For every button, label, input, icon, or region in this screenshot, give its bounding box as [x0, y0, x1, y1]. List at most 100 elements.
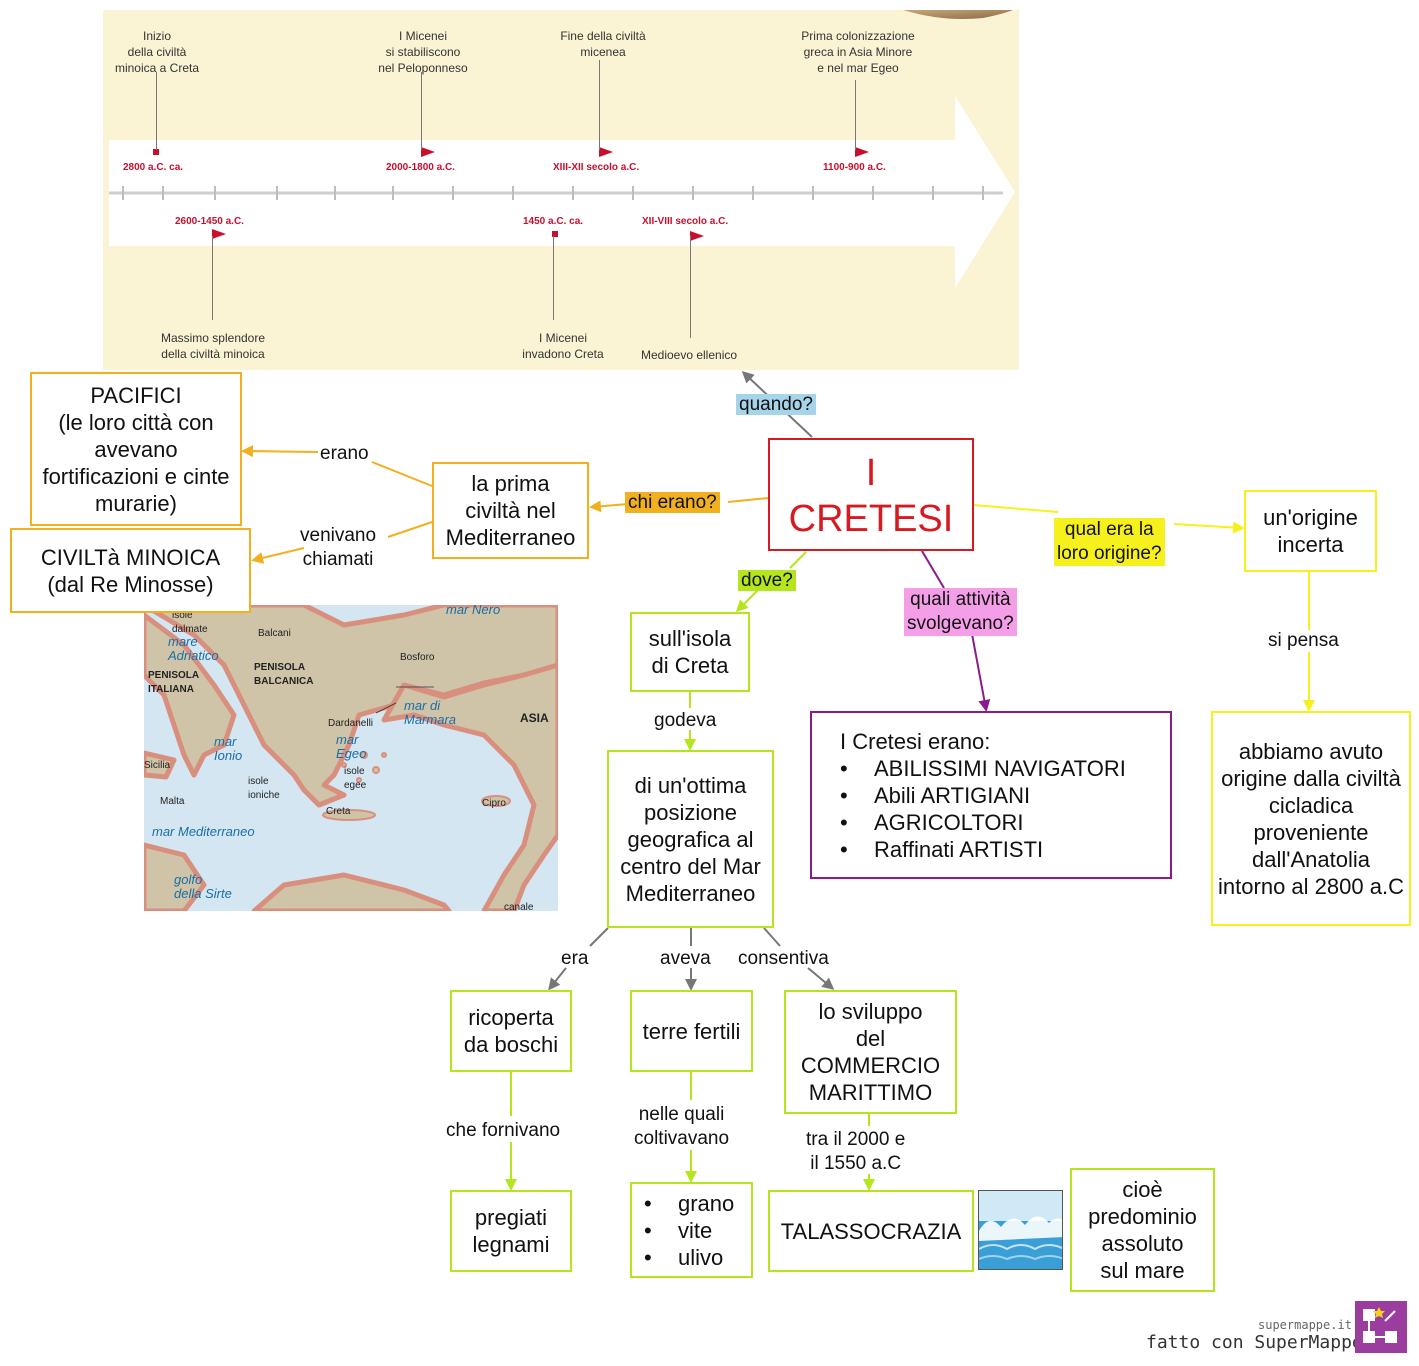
link-label-origine: qual era la loro origine?: [1054, 494, 1165, 566]
map-label: mar di Marmara: [404, 698, 457, 727]
map-label: Bosforo: [400, 652, 435, 663]
link-label-attivita: quali attività svolgevano?: [904, 588, 1017, 636]
timeline-event-text: Prima colonizzazione greca in Asia Minor…: [801, 29, 915, 75]
timeline-arrow: [109, 10, 1015, 288]
map-label: Creta: [326, 806, 351, 817]
map-label: isole dalmate: [172, 610, 208, 635]
map-label: mar Ionio: [214, 734, 243, 763]
node-pacifici[interactable]: PACIFICI (le loro città con avevano fort…: [30, 372, 242, 526]
attivita-list: ABILISSIMI NAVIGATORI Abili ARTIGIANI AG…: [840, 755, 1126, 863]
list-item: grano: [644, 1190, 734, 1217]
node-label: la prima civiltà nel Mediterraneo: [445, 471, 576, 550]
map-label: isole egee: [344, 766, 367, 791]
sea-waves-image: [978, 1190, 1063, 1270]
link-label-si-pensa: si pensa: [1268, 630, 1339, 651]
map-label: Dardanelli: [328, 718, 374, 729]
timeline-event-text: Massimo splendore della civiltà minoica: [160, 331, 266, 361]
connector-erano: [241, 445, 319, 458]
node-colture[interactable]: grano vite ulivo: [630, 1182, 753, 1278]
list-item: vite: [644, 1217, 734, 1244]
node-posizione[interactable]: di un'ottima posizione geografica al cen…: [607, 750, 774, 928]
timeline-date: XII-VIII secolo a.C.: [642, 216, 729, 227]
map-label: Sicilia: [144, 760, 171, 771]
timeline-date: 1450 a.C. ca.: [523, 216, 584, 227]
node-label: CIVILTà MINOICA (dal Re Minosse): [40, 544, 221, 597]
node-label: abbiamo avuto origine dalla civiltà cicl…: [1218, 738, 1404, 899]
node-label: lo sviluppo del COMMERCIO MARITTIMO: [800, 999, 941, 1105]
node-attivita[interactable]: I Cretesi erano: ABILISSIMI NAVIGATORI A…: [810, 711, 1172, 879]
node-boschi[interactable]: ricoperta da boschi: [450, 990, 572, 1072]
map-label: ASIA: [520, 711, 549, 725]
list-item: AGRICOLTORI: [840, 809, 1126, 836]
link-label-venivano: venivano chiamati: [300, 525, 377, 570]
main-node-label: I CRETESI: [788, 451, 954, 540]
link-label-era: era: [561, 948, 589, 969]
node-label: di un'ottima posizione geografica al cen…: [620, 772, 761, 906]
node-label: cioè predominio assoluto sul mare: [1088, 1177, 1197, 1283]
node-label: un'origine incerta: [1263, 505, 1358, 557]
timeline-event-text: I Micenei si stabiliscono nel Peloponnes…: [378, 29, 468, 75]
connector-venivano: [251, 547, 305, 564]
timeline-date: 2000-1800 a.C.: [386, 162, 455, 173]
list-item: ABILISSIMI NAVIGATORI: [840, 755, 1126, 782]
link-label-fornivano: che fornivano: [446, 1120, 561, 1141]
timeline-event-text: Medioevo ellenico: [640, 348, 738, 362]
map-label: mar Nero: [446, 605, 501, 617]
timeline-event-text: Fine della civiltà micenea: [560, 29, 646, 59]
node-label: terre fertili: [642, 1018, 741, 1044]
colture-list: grano vite ulivo: [644, 1190, 734, 1271]
connector-consentiva: [807, 967, 835, 990]
map-label: PENISOLA ITALIANA: [148, 670, 200, 695]
timeline-date: 1100-900 a.C.: [823, 162, 886, 173]
node-predominio[interactable]: cioè predominio assoluto sul mare: [1070, 1168, 1215, 1292]
connector-attivita: [971, 633, 991, 712]
node-origine-incerta[interactable]: un'origine incerta: [1244, 490, 1377, 572]
supermappe-logo-icon[interactable]: [1355, 1301, 1407, 1353]
node-label: ricoperta da boschi: [463, 1005, 559, 1057]
link-label-dove: dove?: [738, 569, 796, 593]
map-label: PENISOLA BALCANICA: [254, 662, 314, 687]
node-label: PACIFICI (le loro città con avevano fort…: [42, 382, 230, 516]
attivita-title: I Cretesi erano:: [840, 728, 991, 754]
link-label-godeva: godeva: [654, 710, 717, 731]
timeline-event-text: I Micenei invadono Creta: [522, 331, 604, 361]
connector-era: [548, 967, 567, 991]
list-item: ulivo: [644, 1244, 734, 1271]
link-label-erano: erano: [320, 443, 369, 464]
link-label-consentiva: consentiva: [738, 948, 829, 969]
map-label: mar Mediterraneo: [152, 824, 255, 839]
timeline-image: Inizio della civiltà minoica a Creta I M…: [103, 10, 1019, 370]
node-label: TALASSOCRAZIA: [780, 1218, 962, 1244]
map-label: mare Adriatico: [168, 634, 219, 663]
timeline-date: XIII-XII secolo a.C.: [553, 162, 640, 173]
timeline-date: 2800 a.C. ca.: [123, 162, 184, 173]
link-label-quando: quando?: [736, 393, 816, 417]
map-land: [144, 605, 558, 911]
node-legnami[interactable]: pregiati legnami: [450, 1190, 572, 1272]
link-label-chi-erano: chi erano?: [625, 491, 720, 515]
footer-made-with: fatto con SuperMappe: [1146, 1332, 1363, 1353]
node-prima-civilta[interactable]: la prima civiltà nel Mediterraneo: [432, 462, 589, 559]
map-label: Cipro: [482, 798, 506, 809]
link-label-aveva: aveva: [660, 948, 711, 969]
map-label: mar Egeo: [336, 732, 367, 761]
map-label: Balcani: [258, 628, 291, 639]
node-commercio[interactable]: lo sviluppo del COMMERCIO MARITTIMO: [784, 990, 957, 1114]
map-label: golfo della Sirte: [174, 872, 232, 901]
connector-dove: [735, 589, 759, 613]
map-image: isole dalmate Balcani mare Adriatico PEN…: [144, 605, 558, 911]
list-item: Abili ARTIGIANI: [840, 782, 1126, 809]
node-label: pregiati legnami: [472, 1205, 550, 1257]
connector-chi-erano: [589, 500, 629, 513]
link-label-tra-il: tra il 2000 e il 1550 a.C: [806, 1129, 906, 1174]
node-civilta-minoica[interactable]: CIVILTà MINOICA (dal Re Minosse): [10, 528, 251, 613]
map-label: canale: [504, 902, 534, 911]
main-node-cretesi[interactable]: I CRETESI: [768, 438, 974, 551]
list-item: Raffinati ARTISTI: [840, 836, 1126, 863]
node-isola-creta[interactable]: sull'isola di Creta: [630, 612, 750, 692]
node-origine-cicladica[interactable]: abbiamo avuto origine dalla civiltà cicl…: [1211, 711, 1411, 926]
timeline-date: 2600-1450 a.C.: [175, 216, 244, 227]
node-talassocrazia[interactable]: TALASSOCRAZIA: [768, 1190, 974, 1272]
node-terre-fertili[interactable]: terre fertili: [630, 990, 753, 1072]
map-label: isole ioniche: [248, 776, 280, 801]
